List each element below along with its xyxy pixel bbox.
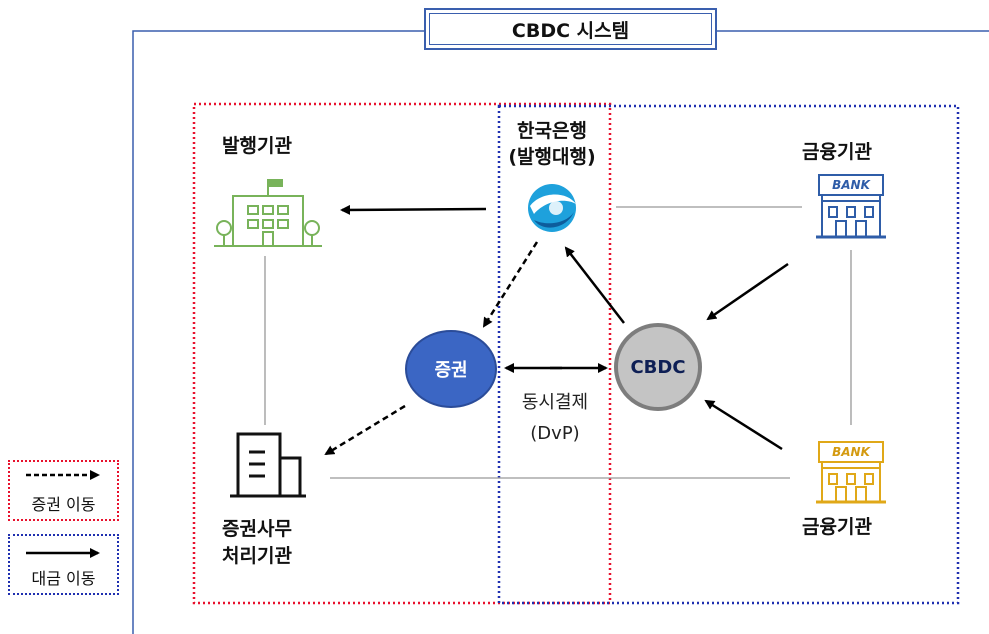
bank-top-sign: BANK [832, 178, 870, 192]
issuer-label: 발행기관 [222, 135, 292, 157]
cash-arrows [340, 204, 789, 451]
legend-securities-text: 증권 이동 [31, 494, 96, 514]
securities-region [192, 102, 612, 605]
depository-label-line2: 처리기관 [222, 545, 292, 567]
fin-top-label: 금융기관 [802, 141, 872, 163]
arrow-bank-to-cbdc [706, 262, 789, 321]
issuer-building-icon [214, 179, 322, 247]
arrow-bank2-to-cbdc [704, 399, 783, 451]
cbdc-node: CBDC [614, 323, 702, 411]
bok-logo-icon [528, 184, 576, 232]
arrow-cbdc-to-bok [564, 246, 625, 324]
cash-region [497, 104, 960, 605]
depository-label-line1: 증권사무 [222, 518, 292, 540]
connector-lines [264, 206, 852, 479]
securities-node: 증권 [405, 330, 497, 408]
securities-arrows [324, 241, 539, 456]
bank-bottom-icon [816, 441, 886, 504]
system-frame [132, 30, 989, 634]
bank-bottom-sign: BANK [832, 445, 870, 459]
legend-cash: 대금 이동 [8, 534, 119, 595]
title-box: CBDC 시스템 [424, 8, 717, 50]
legend-securities: 증권 이동 [8, 460, 119, 521]
bok-label-line1: 한국은행 [517, 120, 587, 142]
depository-icon [230, 432, 306, 498]
fin-bottom-label: 금융기관 [802, 516, 872, 538]
diagram-title: CBDC 시스템 [429, 13, 712, 45]
arrow-securities-to-depository [324, 404, 406, 456]
bank-top-icon [816, 174, 886, 239]
arrow-bok-to-securities [482, 241, 539, 328]
arrow-bok-to-issuer [340, 204, 487, 215]
legend-cash-text: 대금 이동 [31, 568, 96, 588]
dvp-label-line1: 동시결제 [521, 392, 589, 413]
dvp-label-line2: (DvP) [530, 423, 580, 444]
bok-label-line2: (발행대행) [508, 146, 596, 168]
